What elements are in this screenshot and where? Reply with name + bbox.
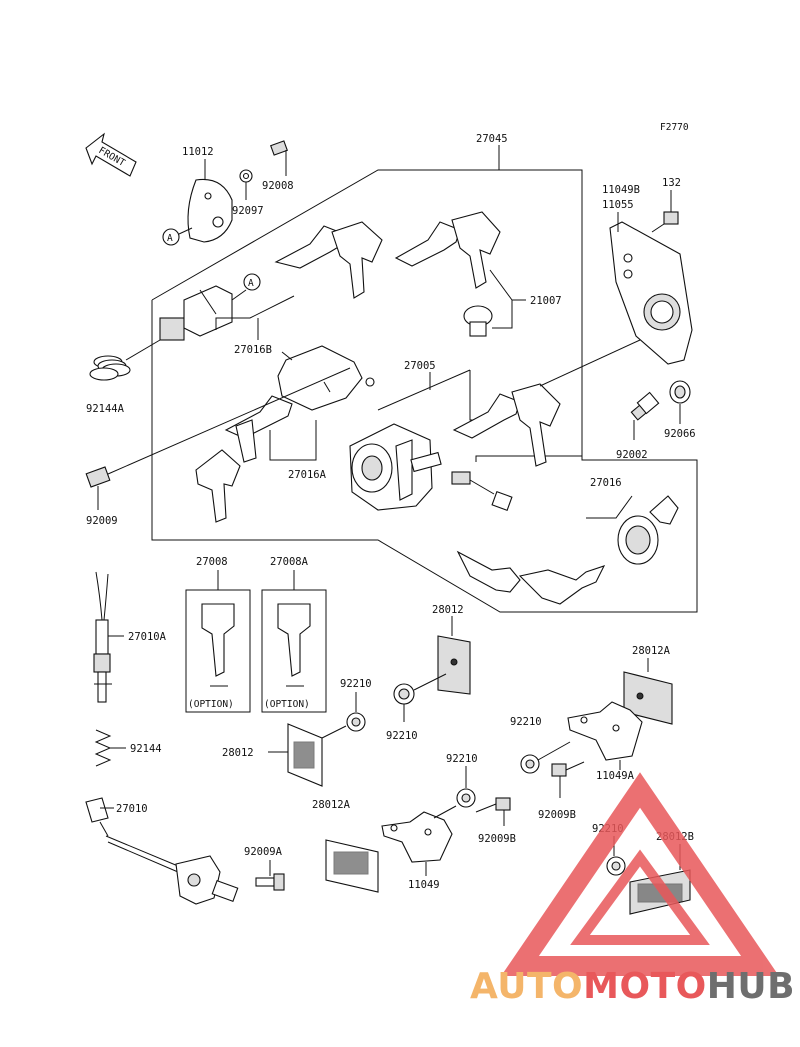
front-arrow-icon: FRONT (85, 132, 137, 177)
label-27016b: 27016B (234, 344, 272, 356)
reflector-28012a-bottom-icon (325, 839, 379, 893)
watermark-moto: MOTO (583, 966, 707, 1007)
bracket-11049a-icon (567, 701, 643, 761)
label-28012a-right: 28012A (632, 645, 671, 657)
key-pair-center-right-icon (452, 383, 561, 467)
nut-92210-b-icon (346, 712, 366, 732)
bracket-11049b-icon (609, 221, 693, 365)
label-92144: 92144 (130, 743, 162, 755)
reflector-28012-top-icon (437, 635, 471, 695)
label-92210-a: 92210 (386, 730, 418, 742)
key-pair-upper-left-icon (274, 221, 383, 299)
assembly-outline (151, 145, 698, 613)
screw-92009-icon (85, 466, 111, 488)
bolt-132-icon (651, 211, 679, 233)
bracket-11012-icon (187, 140, 288, 243)
svg-text:A: A (167, 233, 173, 244)
spring-92144-icon (94, 729, 112, 767)
label-21007: 21007 (530, 295, 562, 307)
cover-27016a-icon (277, 345, 375, 411)
label-27008a: 27008A (270, 556, 309, 568)
bracket-11049-icon (381, 811, 453, 863)
reflector-28012-left-icon (287, 723, 323, 787)
label-27008: 27008 (196, 556, 228, 568)
label-132: 132 (662, 177, 681, 189)
key-pair-upper-right-icon (394, 211, 501, 289)
label-28012a-bottom: 28012A (312, 799, 351, 811)
figure-code: F2770 (660, 122, 689, 133)
nut-92210-d-icon (456, 788, 476, 808)
spring-92144a-icon (89, 355, 131, 381)
label-92144a: 92144A (86, 403, 125, 415)
callout-a-center: A (243, 273, 261, 291)
nut-92066-icon (669, 380, 691, 404)
ignition-switch-27005-icon (349, 423, 442, 511)
key-pair-left-icon (195, 395, 293, 523)
label-92009b-b: 92009B (478, 833, 516, 845)
label-27010: 27010 (116, 803, 148, 815)
label-27005: 27005 (404, 360, 436, 372)
screw-92009a-icon (255, 873, 285, 891)
callout-a-left: A (162, 228, 180, 246)
reflector-28012a-right-icon (623, 671, 673, 725)
label-92066: 92066 (664, 428, 696, 440)
label-11049b: 11049B (602, 184, 640, 196)
option-key-27008a-box (261, 589, 327, 713)
label-11055: 11055 (602, 199, 634, 211)
option-label-27008a: (OPTION) (264, 699, 310, 710)
seat-lock-27016-icon (617, 495, 679, 565)
label-27016: 27016 (590, 477, 622, 489)
watermark-hub: HUB (707, 966, 795, 1007)
label-92097: 92097 (232, 205, 264, 217)
svg-text:A: A (248, 278, 254, 289)
label-92210-d: 92210 (446, 753, 478, 765)
connector-27005-icon (451, 471, 513, 512)
label-92002: 92002 (616, 449, 648, 461)
option-key-27008-box (185, 589, 251, 713)
nut-92210-c-icon (520, 754, 540, 774)
label-28012-left: 28012 (222, 747, 254, 759)
watermark-logo (501, 772, 779, 976)
label-27010a: 27010A (128, 631, 167, 643)
lock-cap-21007-icon (463, 305, 493, 337)
label-11049: 11049 (408, 879, 440, 891)
key-pair-lower-right-icon (456, 550, 606, 605)
label-11012: 11012 (182, 146, 214, 158)
bolt-92009b-b-icon (475, 797, 511, 813)
label-92008: 92008 (262, 180, 294, 192)
label-27016a: 27016A (288, 469, 327, 481)
label-92009a: 92009A (244, 846, 283, 858)
nut-92210-e-icon (606, 856, 626, 876)
lock-cylinder-27016b-icon (159, 285, 233, 341)
bolt-92002-icon (630, 391, 660, 421)
watermark-text: AUTOMOTOHUB (470, 966, 795, 1007)
label-92210-c: 92210 (510, 716, 542, 728)
label-28012-top: 28012 (432, 604, 464, 616)
nut-92210-a-icon (393, 683, 415, 705)
label-27045: 27045 (476, 133, 508, 145)
label-92210-b: 92210 (340, 678, 372, 690)
label-11049a: 11049A (596, 770, 635, 782)
switch-27010-icon (85, 797, 239, 905)
watermark-auto: AUTO (470, 966, 583, 1007)
label-92009: 92009 (86, 515, 118, 527)
option-label-27008: (OPTION) (188, 699, 234, 710)
label-92009b-a: 92009B (538, 809, 576, 821)
bolt-92009b-a-icon (551, 761, 585, 777)
switch-27010a-icon (93, 571, 112, 703)
